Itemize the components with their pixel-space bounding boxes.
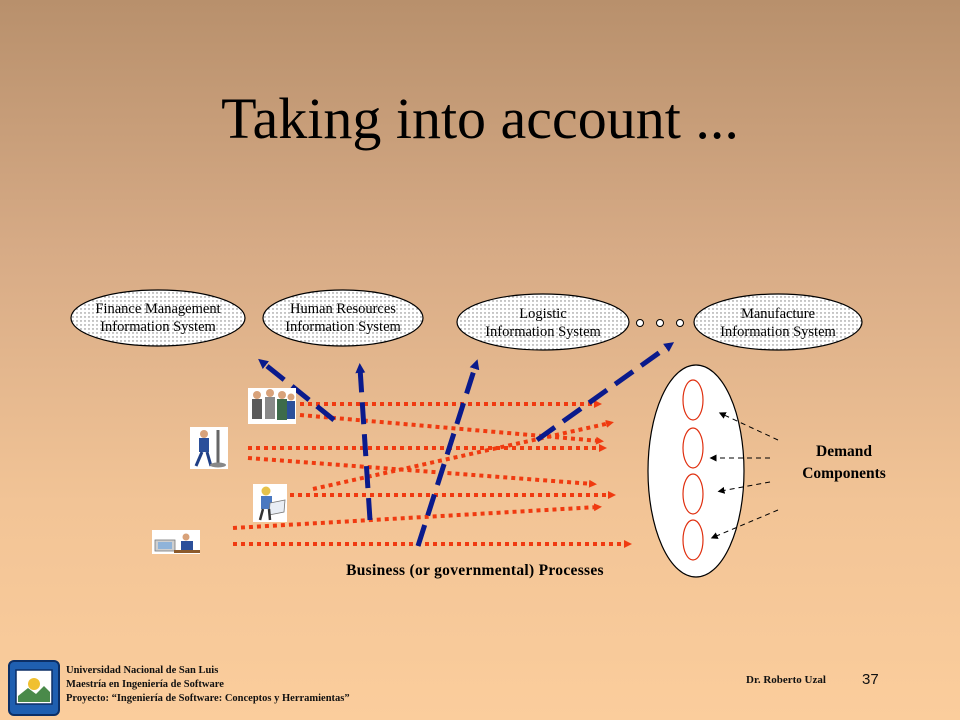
demand-component [682,379,704,421]
finance-label-line1: Finance Management [95,301,221,317]
manufacture-system-label: Manufacture Information System [694,305,862,341]
hr-label-line1: Human Resources [290,301,396,317]
hr-system-ellipse [262,289,424,347]
logistic-label-line2: Information System [485,324,601,340]
university-logo [8,660,60,716]
slide-title: Taking into account ... [221,86,739,151]
demand-pointer [710,509,779,539]
engineer-icon [253,484,287,522]
support-arrow-manufacture [535,342,675,443]
business-people-icon [248,388,296,424]
manufacture-label-line2: Information System [720,324,836,340]
page-number: 37 [862,671,879,688]
office-worker-icon [152,530,200,554]
demand-components-label: Demand Components [770,441,918,485]
demand-label-line1: Demand [816,443,872,460]
finance-system-label: Finance Management Information System [71,300,245,336]
support-arrow-finance [258,358,336,422]
demand-label-line2: Components [802,465,886,482]
demand-component [682,473,704,515]
logistic-system-ellipse [456,293,630,351]
finance-label-line2: Information System [100,319,216,335]
process-arrow [232,503,602,530]
hr-label-line2: Information System [285,319,401,335]
demand-component [682,427,704,469]
worker-icon [190,427,228,469]
author-name: Dr. Roberto Uzal [746,674,826,686]
footer-university: Universidad Nacional de San Luis [66,665,219,676]
support-arrow-hr [355,363,373,521]
finance-system-ellipse [70,289,246,347]
hr-system-label: Human Resources Information System [263,300,423,336]
demand-component [682,519,704,561]
business-processes-label: Business (or governmental) Processes [346,562,604,579]
demand-pointer [718,412,779,441]
manufacture-label-line1: Manufacture [740,306,816,322]
footer-info: Universidad Nacional de San Luis Maestrí… [66,664,350,706]
process-arrow [247,456,597,488]
logistic-system-label: Logistic Information System [457,305,629,341]
manufacture-system-ellipse [693,293,863,351]
logo-emblem-icon [15,669,53,705]
ellipsis-dot [656,319,664,327]
demand-container-ellipse [647,364,745,578]
ellipsis-dot [676,319,684,327]
process-arrow [312,419,614,491]
ellipsis-dot [636,319,644,327]
logistic-label-line1: Logistic [519,306,567,322]
footer-project: Proyecto: “Ingeniería de Software: Conce… [66,693,350,704]
footer-master: Maestría en Ingeniería de Software [66,679,224,690]
